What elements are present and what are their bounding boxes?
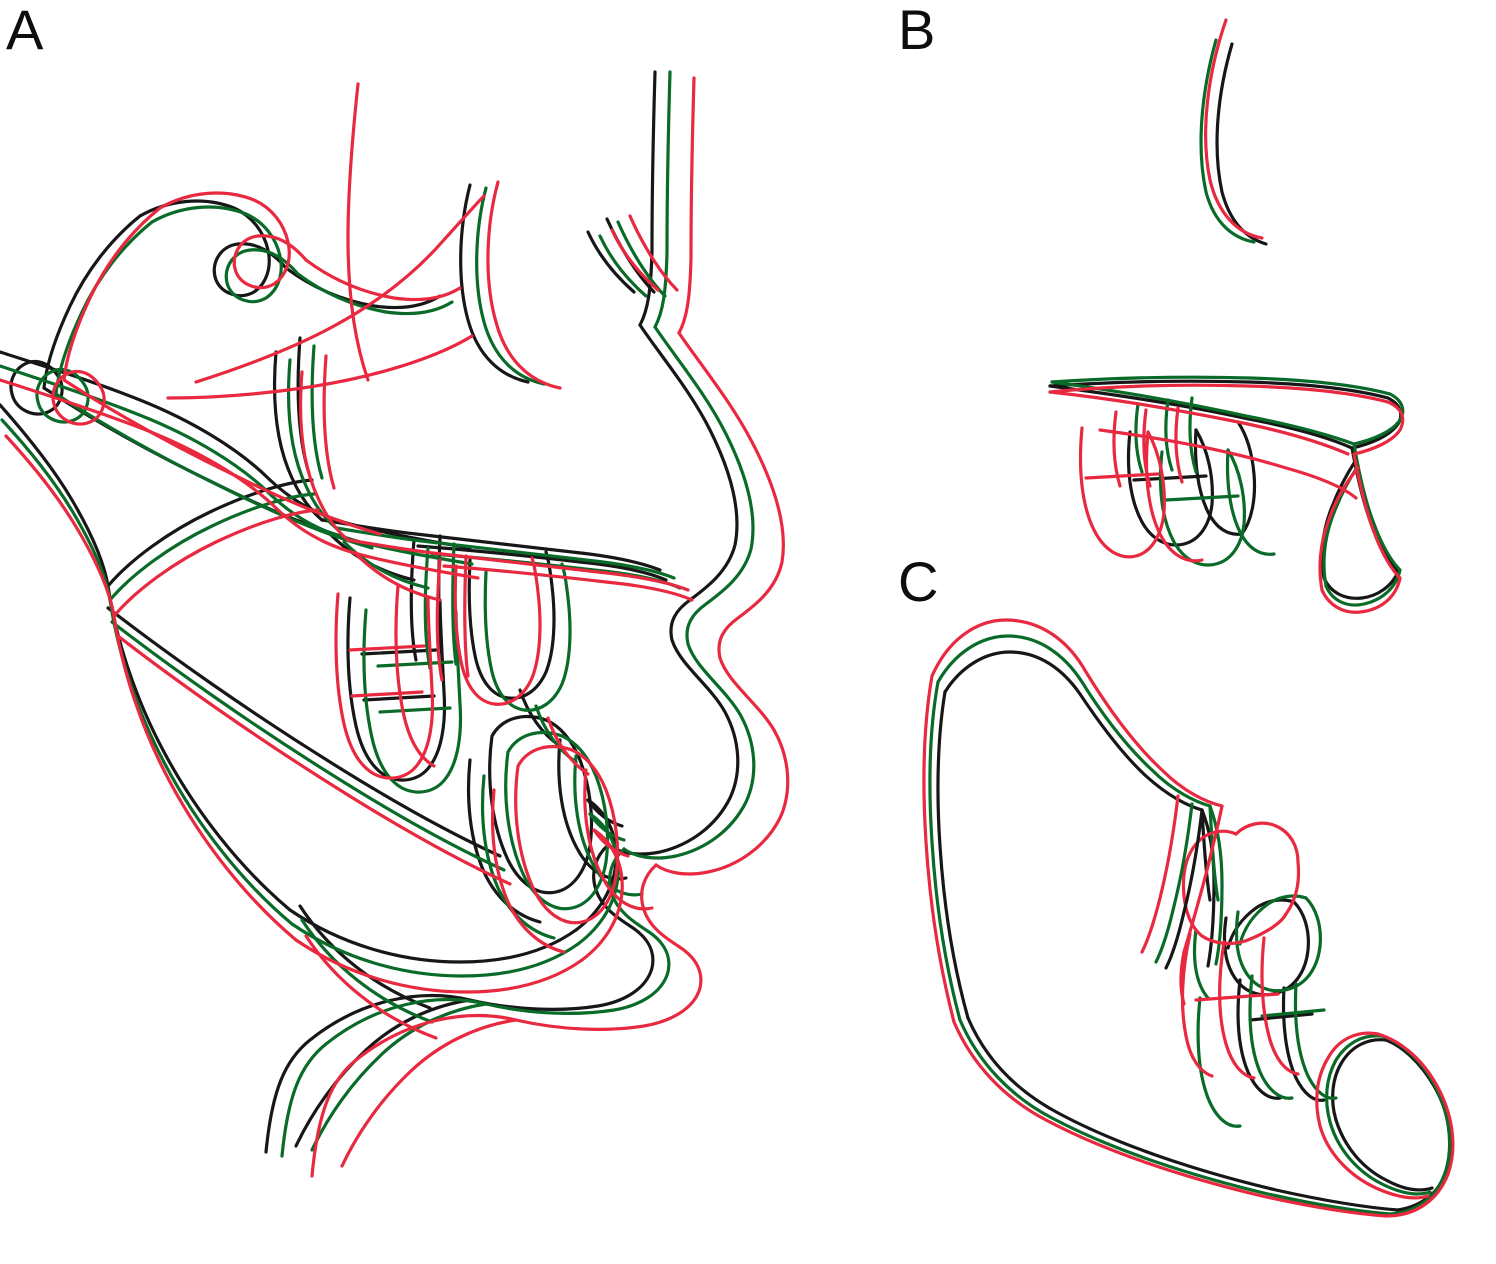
panel-a-tracing-red [0,76,790,1178]
panel-label-a: A [6,0,44,61]
panel-c-ramus-tail [1140,794,1204,970]
panel-b-maxilla-red [1048,383,1405,614]
panel-b-soft-palate [1199,18,1268,246]
panel-c-mandible-black [936,650,1452,1212]
panel-c-mandible-green [928,634,1452,1216]
panel-b-group [1048,18,1405,614]
panel-c-mandible-red [922,618,1455,1218]
panel-b-maxilla-black [1048,379,1403,600]
panel-label-b: B [898,0,936,61]
panel-label-c: C [898,550,939,613]
panel-a-group [0,70,790,1178]
panel-b-maxilla-green [1050,375,1405,607]
panel-c-group [922,618,1455,1218]
panel-a-tracing-green [0,70,756,1158]
